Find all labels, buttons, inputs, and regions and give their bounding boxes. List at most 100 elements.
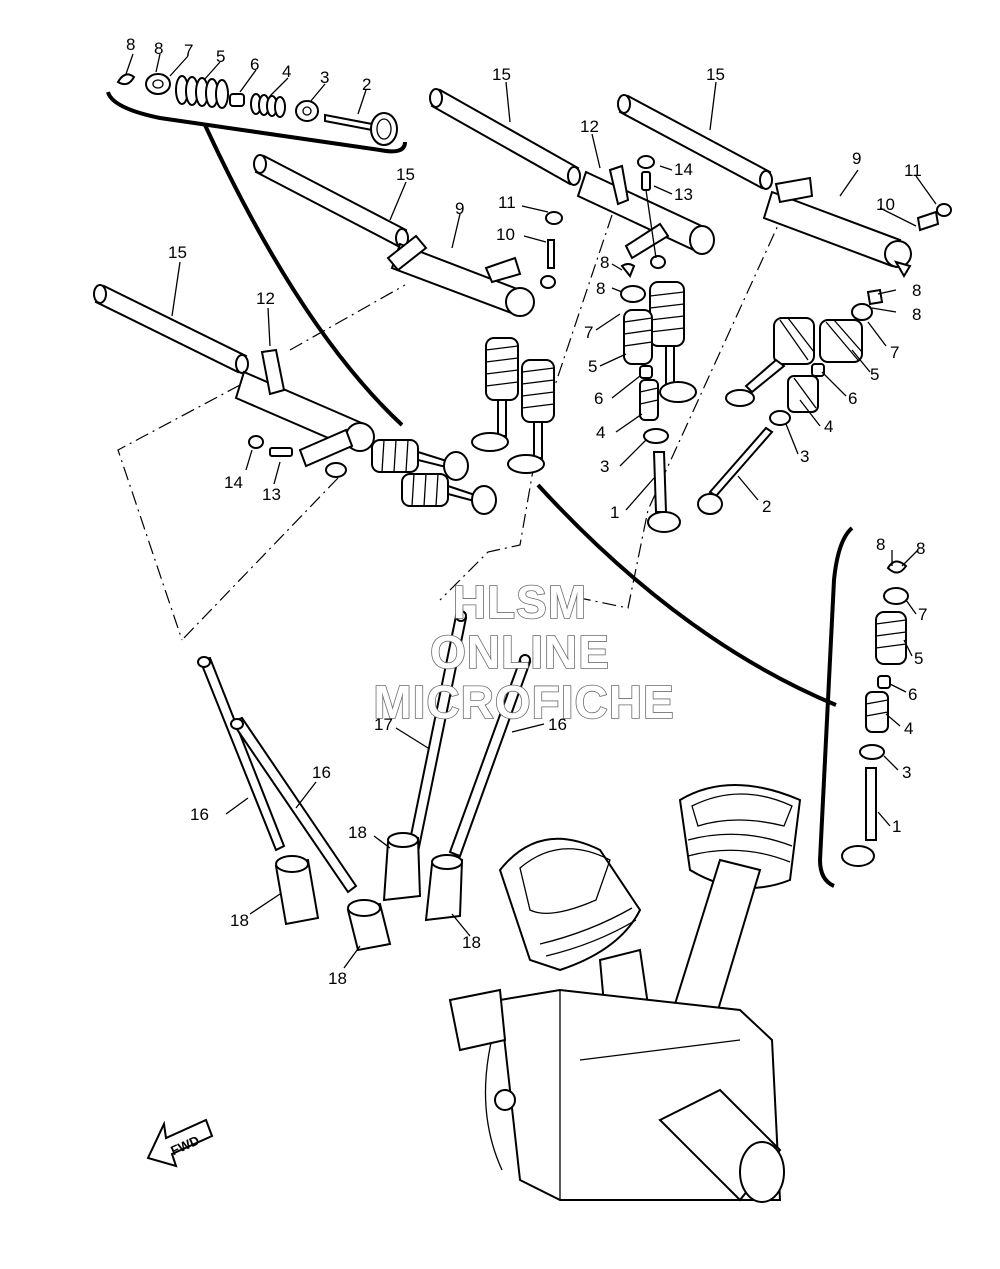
callout-c5: 6 — [250, 55, 259, 74]
callout-c9: 15 — [492, 65, 511, 84]
callout-c55: 18 — [328, 969, 347, 988]
bolt-mid-10 — [545, 211, 563, 269]
callout-c18: 10 — [496, 225, 515, 244]
callout-c12: 15 — [168, 243, 187, 262]
callout-c53: 18 — [348, 823, 367, 842]
top-left-spring — [175, 75, 229, 109]
push-rod-left-a — [197, 656, 286, 852]
bolt-center-13 — [637, 155, 657, 259]
callout-c30: 4 — [596, 423, 605, 442]
valve-assembly-mid-a — [471, 337, 519, 452]
bolt-left-13 — [248, 435, 293, 457]
callout-c43: 7 — [918, 605, 927, 624]
callout-c51: 16 — [190, 805, 209, 824]
callout-c27: 7 — [584, 323, 593, 342]
watermark: HLSM ONLINE MICROFICHE — [373, 575, 675, 729]
watermark-line-2: ONLINE — [430, 626, 610, 678]
callout-c4: 5 — [216, 47, 225, 66]
callout-c49: 17 — [374, 715, 393, 734]
callout-c28: 5 — [588, 357, 597, 376]
valve-assembly-mid-b — [507, 359, 555, 474]
callout-c33: 2 — [762, 497, 771, 516]
callout-c3: 7 — [184, 41, 193, 60]
callout-c47: 3 — [902, 763, 911, 782]
assembly-line-left-arm — [181, 477, 339, 641]
callout-c25: 8 — [600, 253, 609, 272]
top-left-valve-set — [116, 73, 398, 146]
callout-c23: 14 — [224, 473, 243, 492]
watermark-line-1: HLSM — [453, 576, 587, 628]
assembly-line-left-head — [117, 384, 241, 641]
bracket-top-left — [106, 91, 407, 154]
callout-c15: 9 — [455, 199, 464, 218]
rocker-shaft-left — [234, 348, 375, 478]
leader-curve-top-left — [203, 124, 404, 427]
valve-assembly-center-right — [649, 281, 697, 403]
push-rod-left-b — [230, 716, 358, 894]
fwd-direction-arrow: FWD — [146, 1118, 214, 1168]
assembly-line-center-right — [569, 209, 786, 609]
right-bracket-valve-stack — [841, 560, 909, 867]
callout-c17: 11 — [904, 161, 922, 180]
lifter-a — [274, 855, 320, 926]
callout-c20: 14 — [674, 160, 693, 179]
callout-c16: 11 — [498, 193, 516, 212]
callout-c13: 12 — [580, 117, 599, 136]
rocker-shaft-center — [576, 164, 715, 269]
leader-curve-right — [536, 483, 837, 707]
push-rod-center-16 — [448, 654, 532, 858]
callout-c24: 13 — [262, 485, 281, 504]
callout-c52: 16 — [312, 763, 331, 782]
callout-c2: 8 — [154, 39, 163, 58]
callout-c37: 5 — [870, 365, 879, 384]
callout-c11: 15 — [396, 165, 415, 184]
callout-c19: 10 — [876, 195, 895, 214]
valve-assembly-left-a — [371, 439, 469, 481]
piston-left — [498, 837, 642, 972]
center-valve-stack — [620, 263, 681, 533]
callout-c6: 4 — [282, 62, 291, 81]
callout-c35: 8 — [912, 305, 921, 324]
callout-c54: 18 — [230, 911, 249, 930]
callout-c36: 7 — [890, 343, 899, 362]
callout-c31: 3 — [600, 457, 609, 476]
watermark-line-3: MICROFICHE — [373, 676, 674, 728]
tube-left — [93, 284, 249, 374]
callout-c14: 9 — [852, 149, 861, 168]
callout-c48: 1 — [892, 817, 901, 836]
tube-top-right — [617, 94, 773, 190]
assembly-line-left-shaft — [289, 284, 406, 351]
lifter-d — [424, 854, 464, 922]
callout-c45: 6 — [908, 685, 917, 704]
callout-c1: 8 — [126, 35, 135, 54]
callout-leader-lines — [125, 53, 937, 969]
callout-c44: 5 — [914, 649, 923, 668]
bolt-right-10 — [916, 203, 952, 232]
callout-c46: 4 — [904, 719, 913, 738]
tube-mid-left — [253, 154, 409, 248]
lifter-c — [382, 832, 422, 902]
callout-c34: 8 — [912, 281, 921, 300]
assembly-line-center — [439, 214, 613, 601]
callout-c56: 18 — [462, 933, 481, 952]
callout-labels: 8 8 7 5 6 4 3 2 15 15 15 15 12 9 9 11 11… — [126, 35, 927, 988]
valve-assembly-left-b — [401, 473, 497, 515]
tube-top-center — [429, 88, 581, 186]
callout-c21: 13 — [674, 185, 693, 204]
bracket-right — [817, 526, 854, 888]
callout-c26: 8 — [596, 279, 605, 298]
top-left-inner-spring — [250, 93, 286, 118]
callout-c32: 1 — [610, 503, 619, 522]
callout-c41: 8 — [876, 535, 885, 554]
rocker-arm-right — [762, 176, 912, 278]
callout-c29: 6 — [594, 389, 603, 408]
callout-c22: 12 — [256, 289, 275, 308]
callout-c8: 2 — [362, 75, 371, 94]
callout-c7: 3 — [320, 68, 329, 87]
right-center-valve-stack — [697, 288, 884, 515]
callout-c50: 16 — [548, 715, 567, 734]
crankcase — [448, 988, 785, 1203]
callout-c38: 6 — [848, 389, 857, 408]
